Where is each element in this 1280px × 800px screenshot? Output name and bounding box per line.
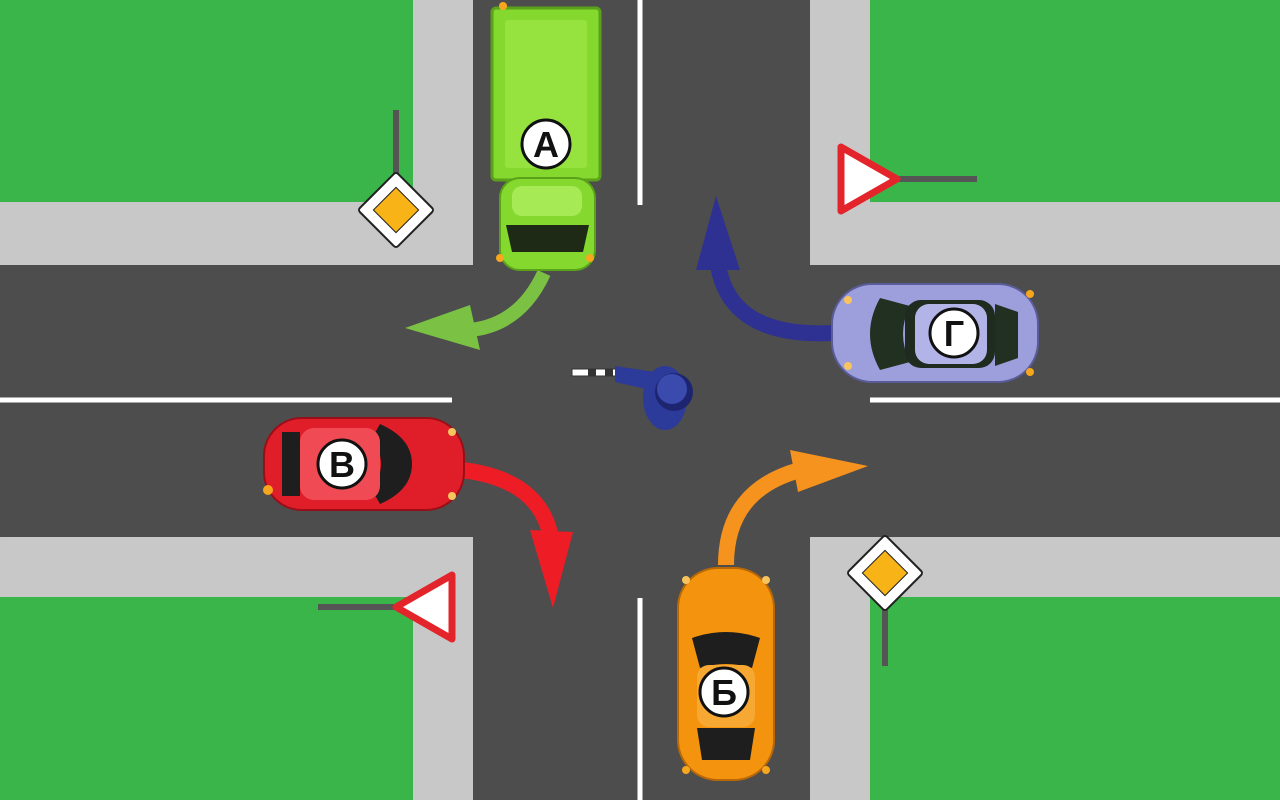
vehicle-g-label: Г bbox=[944, 313, 964, 354]
vehicle-b-badge bbox=[698, 666, 750, 718]
vehicle-g-car: Г bbox=[831, 283, 1039, 383]
route-arrow-b bbox=[718, 450, 868, 566]
route-arrow-v bbox=[460, 462, 573, 608]
vehicle-v-car: В bbox=[263, 417, 465, 511]
vehicle-b-car: Б bbox=[677, 567, 775, 781]
vehicle-a-label: А bbox=[533, 124, 559, 165]
route-arrow-g bbox=[696, 196, 833, 342]
traffic-officer-icon bbox=[571, 366, 693, 430]
give-way-sign-icon bbox=[837, 143, 977, 215]
vehicle-v-badge bbox=[316, 438, 368, 490]
route-arrow-a bbox=[405, 269, 551, 350]
vehicle-v-label: В bbox=[329, 444, 355, 485]
give-way-sign-icon bbox=[318, 571, 456, 643]
vehicle-a-truck: А bbox=[490, 2, 602, 271]
main-road-sign-icon bbox=[847, 535, 923, 666]
vehicle-a-badge bbox=[520, 118, 572, 170]
vehicle-b-label: Б bbox=[711, 672, 737, 713]
vehicle-g-badge bbox=[928, 307, 980, 359]
main-road-sign-icon bbox=[358, 110, 434, 248]
